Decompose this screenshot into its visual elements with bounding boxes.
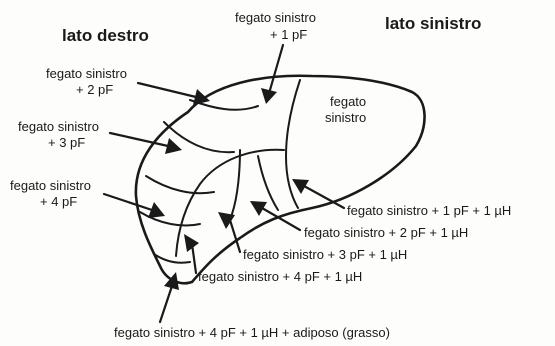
boundary-curve-5 [139,211,201,227]
boundary-curve-4 [257,155,279,211]
label-right-d: fegato sinistro + 4 pF + 1 µH [198,269,362,284]
arrow-right-b [250,201,302,232]
arrow-left2 [108,131,182,154]
heading-right-side: lato destro [62,26,149,45]
boundary-curve-1 [175,148,285,257]
arrow-right-c [218,212,242,254]
arrow-right-a [292,179,346,210]
label-left3-line2: + 4 pF [40,194,77,209]
arrow-left1 [136,81,210,105]
boundary-curve-2 [145,175,215,195]
label-right-c: fegato sinistro + 3 pF + 1 µH [243,247,407,262]
arrow-left3 [102,192,165,218]
label-inside-line1: fegato [330,94,366,109]
boundary-curve-3 [231,149,241,215]
label-top-line2: + 1 pF [270,27,307,42]
label-left2-line2: + 3 pF [48,135,85,150]
label-right-a: fegato sinistro + 1 pF + 1 µH [347,203,511,218]
boundary-top-lobe [163,121,235,154]
liver-outline [134,74,426,285]
arrow-bottom [158,272,179,324]
label-left2-line1: fegato sinistro [18,119,99,134]
heading-left-side: lato sinistro [385,14,481,33]
label-inside-line2: sinistro [325,110,366,125]
label-left1-line1: fegato sinistro [46,66,127,81]
boundary-central [285,79,301,209]
arrow-top [261,43,285,104]
label-top-line1: fegato sinistro [235,10,316,25]
label-bottom: fegato sinistro + 4 pF + 1 µH + adiposo … [114,325,390,340]
label-left3-line1: fegato sinistro [10,178,91,193]
arrow-right-d [184,234,199,275]
label-left1-line2: + 2 pF [76,82,113,97]
boundary-curve-6 [153,253,191,264]
label-right-b: fegato sinistro + 2 pF + 1 µH [304,225,468,240]
